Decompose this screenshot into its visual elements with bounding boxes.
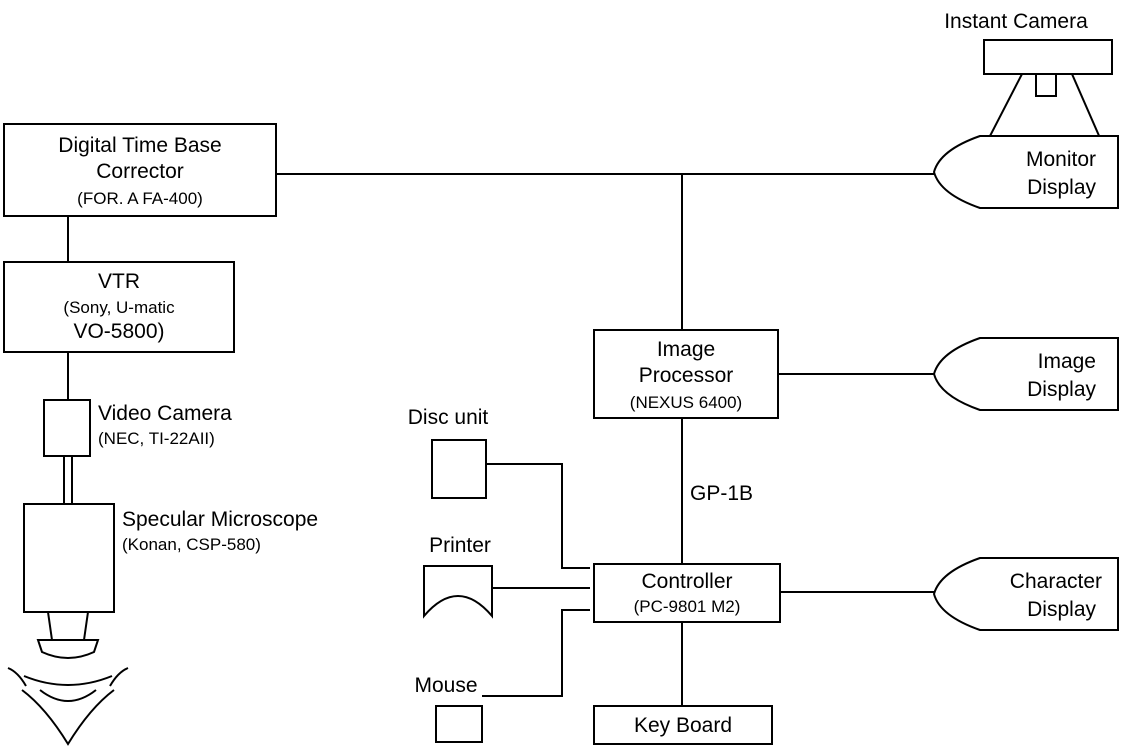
node-video-camera: Video Camera (NEC, TI-22AII) [44, 400, 232, 456]
instant-camera-box [984, 40, 1112, 74]
microscope-lens [38, 640, 98, 658]
instant-camera-mount-left [990, 74, 1022, 136]
controller-model: (PC-9801 M2) [634, 597, 741, 616]
microscope-body [24, 504, 114, 612]
vtr-label: VTR [98, 270, 140, 293]
instant-camera-label: Instant Camera [944, 10, 1088, 33]
image-display-label-2: Display [1027, 378, 1096, 401]
image-processor-label-2: Processor [639, 364, 734, 387]
node-instant-camera: Instant Camera [944, 10, 1112, 96]
node-monitor-display: Monitor Display [934, 136, 1118, 208]
monitor-display-label-1: Monitor [1026, 148, 1096, 171]
video-camera-model: (NEC, TI-22AII) [98, 429, 215, 448]
node-disc-unit: Disc unit [408, 406, 489, 498]
node-mouse: Mouse [414, 674, 482, 742]
vtr-model-2: VO-5800) [73, 320, 164, 343]
edge-disc-controller [486, 464, 590, 568]
video-camera-label: Video Camera [98, 402, 232, 425]
microscope-label: Specular Microscope [122, 508, 318, 531]
vtr-model-1: (Sony, U-matic [63, 298, 175, 317]
image-processor-model: (NEXUS 6400) [630, 393, 742, 412]
node-tbc: Digital Time Base Corrector (FOR. A FA-4… [4, 124, 276, 216]
tbc-model: (FOR. A FA-400) [77, 189, 203, 208]
image-processor-label-1: Image [657, 338, 715, 361]
mouse-box [436, 706, 482, 742]
node-printer: Printer [424, 534, 492, 616]
image-display-label-1: Image [1038, 350, 1096, 373]
disc-unit-label: Disc unit [408, 406, 489, 429]
character-display-label-2: Display [1027, 598, 1096, 621]
instant-camera-lens [1036, 74, 1056, 96]
node-vtr: VTR (Sony, U-matic VO-5800) [4, 262, 234, 352]
tbc-label-1: Digital Time Base [58, 134, 221, 157]
node-image-display: Image Display [934, 338, 1118, 410]
keyboard-label: Key Board [634, 714, 732, 737]
node-character-display: Character Display [934, 558, 1118, 630]
character-display-label-1: Character [1010, 570, 1102, 593]
monitor-display-label-2: Display [1027, 176, 1096, 199]
microscope-model: (Konan, CSP-580) [122, 535, 261, 554]
mouse-label: Mouse [414, 674, 477, 697]
bus-label: GP-1B [690, 482, 753, 505]
tbc-label-2: Corrector [96, 160, 184, 183]
node-image-processor: Image Processor (NEXUS 6400) [594, 330, 778, 418]
eye-icon [8, 668, 128, 744]
instant-camera-mount-right [1072, 74, 1100, 138]
node-keyboard: Key Board [594, 706, 772, 744]
microscope-nozzle [48, 612, 88, 640]
video-camera-box [44, 400, 90, 456]
disc-unit-box [432, 440, 486, 498]
edge-mouse-controller [482, 610, 590, 696]
node-controller: Controller (PC-9801 M2) [594, 564, 780, 622]
printer-label: Printer [429, 534, 491, 557]
controller-label: Controller [641, 570, 732, 593]
printer-shape [424, 566, 492, 616]
node-specular-microscope: Specular Microscope (Konan, CSP-580) [24, 504, 318, 658]
